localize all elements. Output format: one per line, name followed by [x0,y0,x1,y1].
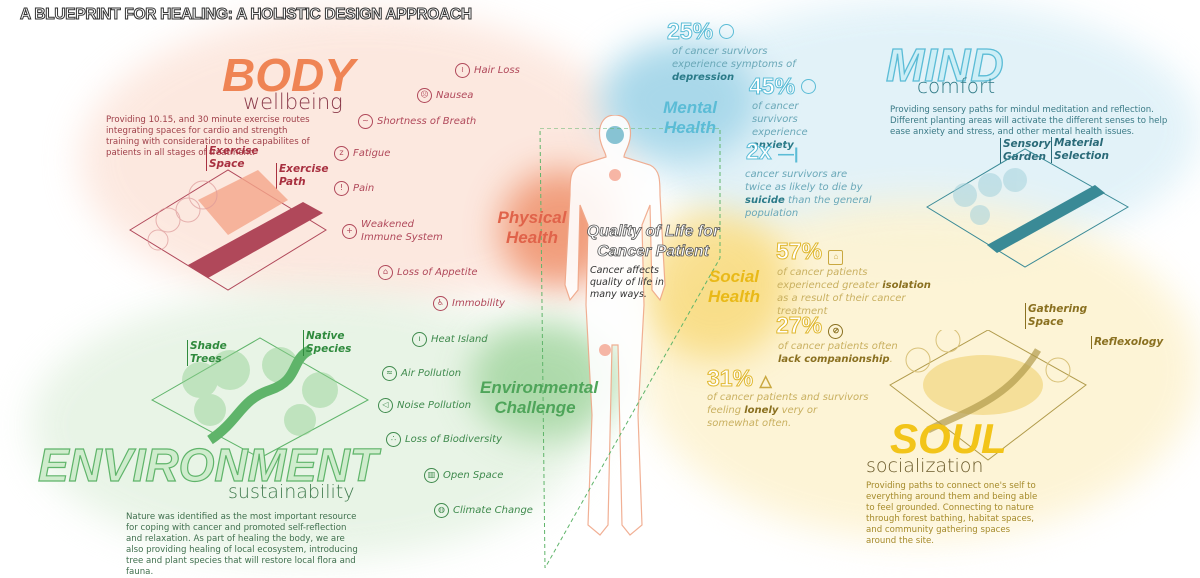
hair-icon: ≀ [455,63,470,78]
stat-depression-text: of cancer survivors experience symptoms … [672,46,796,83]
house-icon: ⌂ [828,250,844,265]
nausea-icon: ☹ [417,88,432,103]
label-exercise-space: Exercise Space [206,145,258,171]
label-material-selection: Material Selection [1051,137,1109,163]
mind-heading: MIND [885,38,1004,91]
stat-lonely-text: of cancer patients and survivors feeling… [707,392,869,429]
breath-icon: ~ [358,114,373,129]
wheelchair-icon: ♿ [433,296,448,311]
issue-climate-change: ◍Climate Change [434,503,533,518]
issue-loss-of-biodiversity: ∴Loss of Biodiversity [386,432,502,447]
building-icon: ▥ [424,468,439,483]
page-title: A BLUEPRINT FOR HEALING: A HOLISTIC DESI… [20,6,473,24]
stat-suicide-value: 2x —| [746,138,799,165]
biodiversity-icon: ∴ [386,432,401,447]
no-people-icon: ⊘ [828,324,844,339]
environmental-challenge-label: Environmental Challenge [480,378,599,417]
globe-icon: ◍ [434,503,449,518]
mind-subheading: comfort [917,74,996,98]
issue-open-space: ▥Open Space [424,468,503,483]
lonely-lamp-icon: △ [759,373,772,390]
immune-icon: + [342,223,357,239]
speaker-icon: ◁ [378,398,393,413]
stat-companionship-value: 27% ⊘ [775,312,844,339]
exercise-site-diagram [129,169,327,291]
stat-isolation-text: of cancer patients experienced greater i… [777,267,931,317]
symptom-nausea: ☹Nausea [417,88,473,103]
dashed-frame [539,128,721,568]
anxious-person-icon [801,79,817,94]
label-exercise-path: Exercise Path [276,163,328,189]
sensory-garden-diagram [926,148,1130,268]
quality-of-life-title: Quality of Life for Cancer Patient [586,223,720,261]
human-body-figure [564,115,666,536]
issue-noise-pollution: ◁Noise Pollution [378,398,471,413]
label-sensory-garden: Sensory Garden [1000,138,1051,164]
appetite-icon: ⌂ [378,265,393,280]
environment-subheading: sustainability [228,481,355,503]
symptom-immobility: ♿Immobility [433,296,505,311]
mental-health-label: Mental Health [663,98,717,137]
stat-anxiety-value: 45% [748,73,817,100]
environment-heading: ENVIRONMENT [37,438,378,491]
stat-isolation-value: 57% ⌂ [775,238,844,265]
symptom-weakened-immune: +Weakened Immune System [342,218,462,244]
thermometer-icon: ı [412,332,427,347]
stat-companionship-text: of cancer patients often lack companions… [778,341,898,365]
symptom-loss-of-appetite: ⌂Loss of Appetite [378,265,478,280]
environment-description: Nature was identified as the most import… [126,512,358,577]
ecosystem-diagram [150,337,370,459]
soul-subheading: socialization [866,455,984,477]
fatigue-icon: z [334,146,349,161]
label-gathering-space: Gathering Space [1025,303,1087,329]
mind-description: Providing sensory paths for mindul medit… [890,105,1168,137]
stat-anxiety-text: of cancer survivors experience anxiety [752,101,808,151]
ledge-person-icon: —| [777,146,799,163]
depressed-person-icon [719,24,735,39]
body-description: Providing 10.15, and 30 minute exercise … [106,115,310,158]
stat-lonely-value: 31% △ [706,365,772,392]
stat-suicide-text: cancer survivors are twice as likely to … [745,169,872,219]
label-shade-trees: Shade Trees [187,340,227,366]
stat-depression-value: 25% [666,18,735,45]
issue-air-pollution: ≈Air Pollution [382,366,461,381]
quality-of-life-subtitle: Cancer affects quality of life in many w… [590,265,664,300]
physical-health-label: Physical Health [497,208,567,247]
symptom-hair-loss: ≀Hair Loss [455,63,520,78]
gathering-space-diagram [889,330,1087,461]
body-subheading: wellbeing [243,90,343,114]
pain-icon: ! [334,181,349,196]
body-heading: BODY [222,49,355,101]
soul-heading: SOUL [890,415,1007,462]
social-health-label: Social Health [708,267,760,306]
symptom-pain: !Pain [334,181,374,196]
air-pollution-icon: ≈ [382,366,397,381]
label-native-species: Native Species [303,330,351,356]
symptom-shortness-of-breath: ~Shortness of Breath [358,114,476,129]
label-reflexology: Reflexology [1091,336,1163,349]
soul-description: Providing paths to connect one's self to… [866,481,1038,546]
